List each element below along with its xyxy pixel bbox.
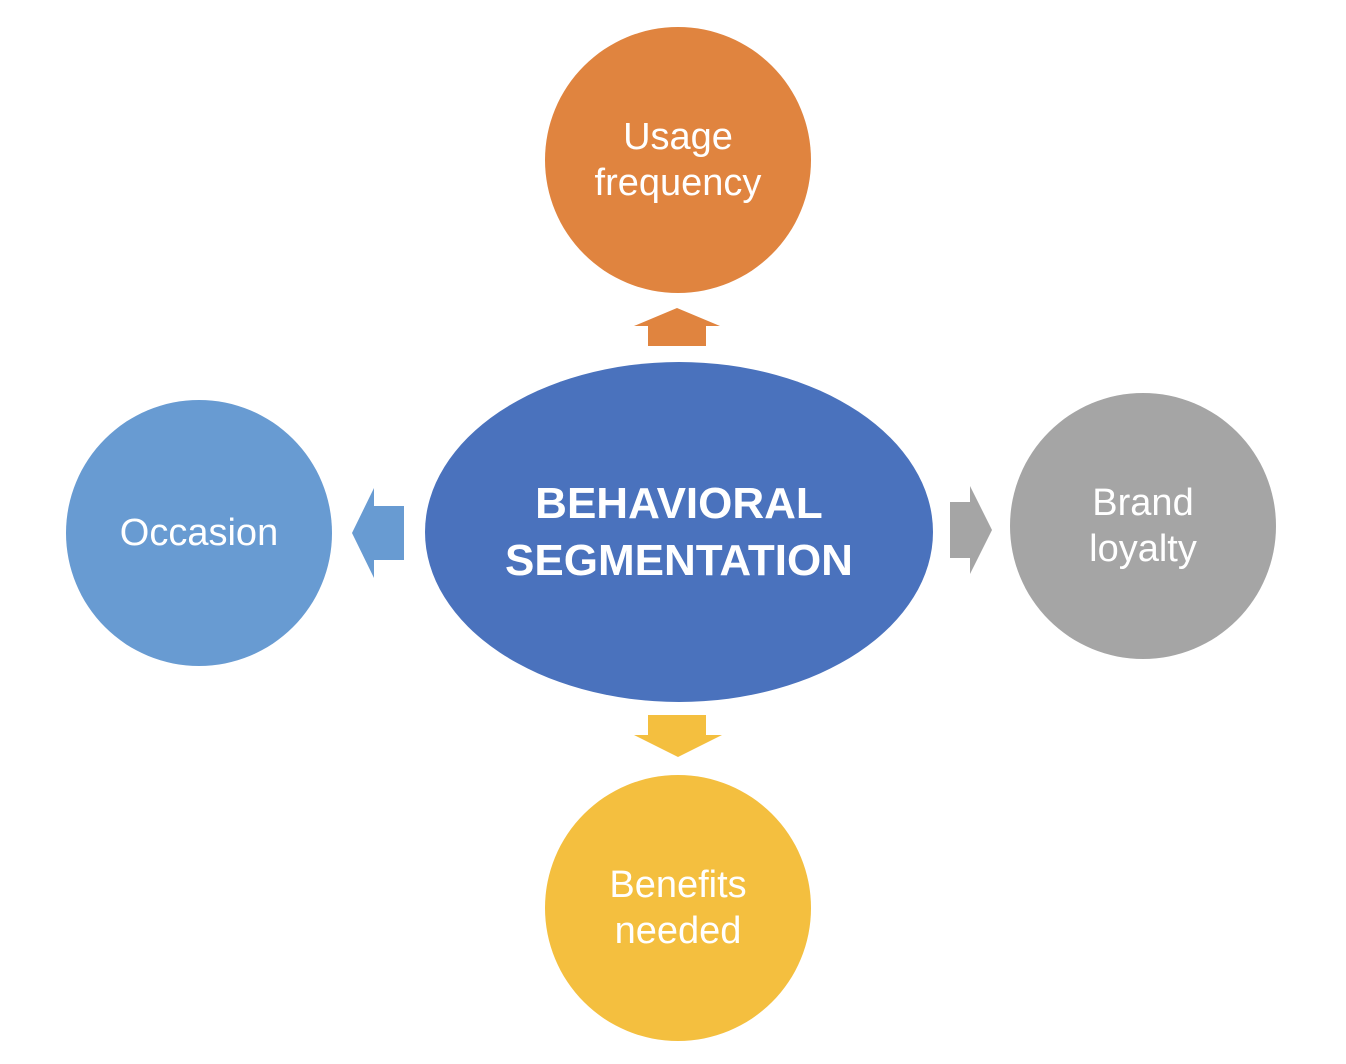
center-label-line-2: SEGMENTATION: [505, 536, 853, 585]
arrow-down-icon: [634, 715, 722, 757]
bottom-node-label-line-1: Benefits: [609, 863, 747, 906]
arrow-up-icon: [634, 308, 720, 346]
top-node-label-line-2: frequency: [594, 162, 762, 204]
benefits-needed-node: Benefits needed: [545, 775, 811, 1041]
center-label-line-1: BEHAVIORAL: [535, 478, 823, 528]
center-node: BEHAVIORAL SEGMENTATION: [425, 362, 933, 702]
brand-loyalty-node: Brand loyalty: [1010, 393, 1276, 659]
arrow-right-icon: [950, 486, 992, 574]
usage-frequency-node: Usage frequency: [545, 27, 811, 293]
right-node-label-line-2: loyalty: [1089, 528, 1197, 570]
left-node-label: Occasion: [119, 511, 279, 554]
arrow-right-shape: [950, 486, 992, 574]
occasion-node: Occasion: [66, 400, 332, 666]
arrow-left-shape: [352, 488, 404, 578]
arrow-left-icon: [352, 488, 404, 578]
right-node-label-line-1: Brand: [1092, 481, 1194, 524]
arrow-down-shape: [634, 715, 722, 757]
top-node-label-line-1: Usage: [623, 115, 733, 158]
arrow-up-shape: [634, 308, 720, 346]
bottom-node-label-line-2: needed: [614, 910, 742, 952]
